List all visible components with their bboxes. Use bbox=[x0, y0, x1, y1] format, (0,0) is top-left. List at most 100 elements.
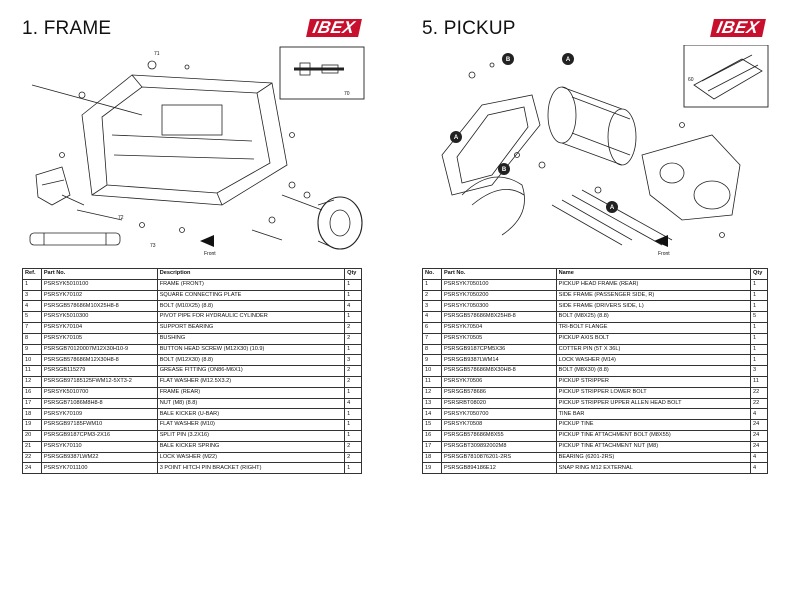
qty-cell: 1 bbox=[750, 321, 768, 334]
ref-cell: 17 bbox=[22, 397, 42, 410]
qty-cell: 24 bbox=[750, 419, 768, 431]
qty-cell: 1 bbox=[344, 289, 362, 302]
qty-cell: 1 bbox=[344, 386, 362, 399]
ref-cell: 6 bbox=[422, 321, 442, 334]
part-number-cell: PSRSGB71086M8H8-8 bbox=[40, 397, 158, 410]
ibex-logo: IBEX bbox=[710, 18, 766, 37]
qty-cell: 1 bbox=[344, 408, 362, 421]
part-number-cell: PSRSGB578686 bbox=[440, 386, 557, 399]
qty-cell: 1 bbox=[750, 278, 768, 291]
ref-cell: 8 bbox=[422, 343, 442, 356]
svg-text:70: 70 bbox=[344, 91, 350, 97]
ref-cell: 18 bbox=[422, 451, 442, 464]
ref-cell: 17 bbox=[422, 440, 442, 453]
ref-cell: 10 bbox=[422, 365, 442, 377]
qty-cell: 2 bbox=[344, 451, 362, 464]
ref-cell: 1 bbox=[22, 278, 42, 291]
description-cell: BUTTON HEAD SCREW (M12X30) (10.9) bbox=[156, 343, 346, 356]
description-cell: COTTER PIN (5T X 36L) bbox=[555, 343, 752, 356]
svg-text:B: B bbox=[502, 167, 507, 173]
qty-cell: 2 bbox=[344, 365, 362, 377]
qty-header: Qty bbox=[750, 268, 768, 280]
description-cell: BOLT (M10X25) (8.8) bbox=[156, 300, 346, 313]
svg-text:B: B bbox=[506, 57, 511, 63]
part-number-cell: PSRSYK70102 bbox=[40, 289, 158, 302]
part-number-cell: PSRSYK70110 bbox=[40, 440, 158, 453]
part-number-cell: PSRSYK70109 bbox=[40, 408, 158, 421]
part-number-cell: PSRSYK7050700 bbox=[440, 408, 557, 421]
ref-cell: 24 bbox=[22, 462, 42, 475]
description-cell: SIDE FRAME (DRIVERS SIDE, L) bbox=[555, 300, 752, 313]
part-number-cell: PSRSGB9387LWM22 bbox=[40, 451, 158, 464]
part-number-cell: PSRSYK7050100 bbox=[440, 278, 557, 291]
qty-cell: 22 bbox=[750, 397, 768, 410]
pickup-diagram: B A A A B 60 Front bbox=[441, 45, 769, 257]
qty-cell: 1 bbox=[344, 419, 362, 431]
ref-cell: 9 bbox=[422, 354, 442, 367]
description-cell: PIVOT PIPE FOR HYDRAULIC CYLINDER bbox=[156, 311, 346, 323]
part-number-cell: PSRSGB97185FWM10 bbox=[40, 419, 158, 431]
ref-cell: 19 bbox=[422, 462, 442, 475]
description-cell: BOLT (M8X25) (8.8) bbox=[555, 311, 752, 323]
description-cell: FRAME (REAR) bbox=[156, 386, 346, 399]
svg-text:A: A bbox=[566, 57, 571, 63]
part-number-cell: PSRSGB578686M12X30H8-8 bbox=[40, 354, 158, 367]
description-cell: BOLT (M8X30) (8.8) bbox=[555, 365, 752, 377]
ref-cell: 22 bbox=[22, 451, 42, 464]
qty-cell: 1 bbox=[344, 278, 362, 291]
desc-header: Description bbox=[156, 268, 346, 280]
qty-cell: 4 bbox=[750, 451, 768, 464]
table-header-row: Ref. Part No. Description Qty bbox=[22, 268, 362, 280]
description-cell: NUT (M8) (8.8) bbox=[156, 397, 346, 410]
ref-cell: 7 bbox=[22, 321, 42, 334]
part-number-cell: PSRSGB578686M8X55 bbox=[440, 429, 557, 442]
part-number-cell: PSRSGB9387LWM14 bbox=[440, 354, 557, 367]
part-number-cell: PSRSYK7050200 bbox=[440, 289, 557, 302]
ref-cell: 8 bbox=[22, 332, 42, 345]
frame-diagram: Front 71 70 72 73 bbox=[29, 46, 365, 257]
ibex-logo: IBEX bbox=[306, 18, 362, 37]
svg-text:A: A bbox=[454, 135, 459, 141]
part-number-cell: PSRSYK70104 bbox=[40, 321, 158, 334]
part-number-cell: PSRSGB894186E12 bbox=[440, 462, 557, 475]
description-cell: GREASE FITTING (ON86-M6X1) bbox=[156, 365, 346, 377]
qty-cell: 1 bbox=[750, 354, 768, 367]
ref-cell: 20 bbox=[22, 429, 42, 442]
part-number-cell: PSRSGB70120007M12X30H10-9 bbox=[40, 343, 158, 356]
part-number-cell: PSRSGBT309892002M8 bbox=[440, 440, 557, 453]
ref-cell: 21 bbox=[22, 440, 42, 453]
qty-cell: 4 bbox=[344, 300, 362, 313]
ref-cell: 1 bbox=[422, 278, 442, 291]
description-cell: SPLIT PIN (3.2X16) bbox=[156, 429, 346, 442]
description-cell: LOCK WASHER (M14) bbox=[555, 354, 752, 367]
description-cell: PICKUP AXIS BOLT bbox=[555, 332, 752, 345]
part-number-cell: PSRSGB578686M10X25H8-8 bbox=[40, 300, 158, 313]
qty-cell: 1 bbox=[750, 332, 768, 345]
part-number-cell: PSRSRBT08020 bbox=[440, 397, 557, 410]
svg-text:Front: Front bbox=[658, 251, 670, 257]
svg-text:73: 73 bbox=[150, 243, 156, 249]
qty-cell: 2 bbox=[344, 440, 362, 453]
part-number-cell: PSRSGB7810876201-2RS bbox=[440, 451, 557, 464]
no-header: No. bbox=[422, 268, 442, 280]
